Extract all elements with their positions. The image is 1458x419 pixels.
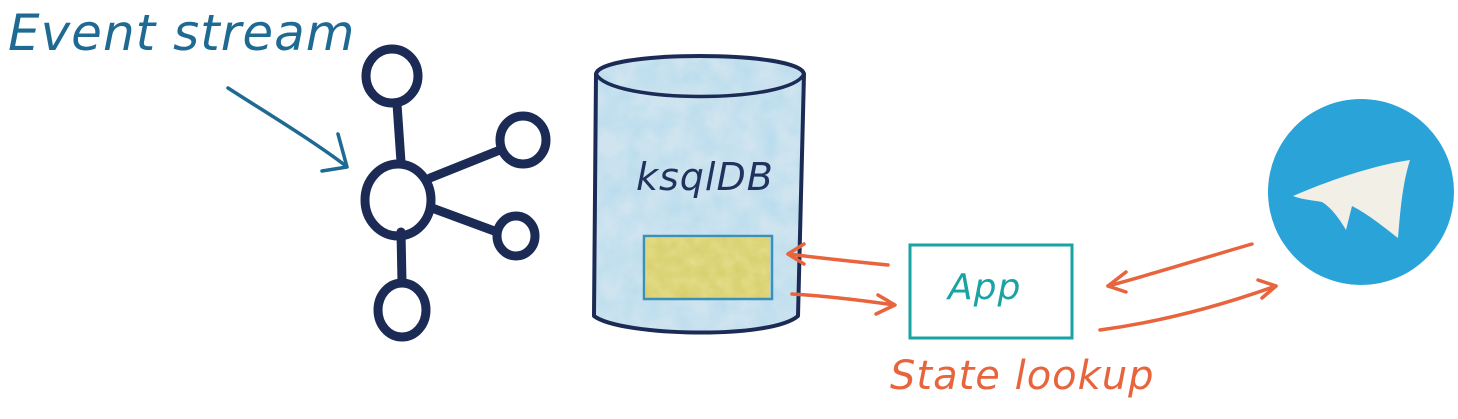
app-label: App [948,267,1022,308]
state-lookup-label: State lookup [890,353,1155,399]
telegram-icon [1268,99,1454,285]
kafka-icon [360,44,551,342]
app-box [908,243,1074,340]
event-stream-label: Event stream [8,4,356,62]
ksqldb-database [592,54,806,335]
ksqldb-label: ksqlDB [636,155,774,199]
query-arrows [786,242,897,316]
state-store [642,234,774,301]
event-stream-arrow [226,86,349,173]
telegram-arrows [1098,242,1278,332]
